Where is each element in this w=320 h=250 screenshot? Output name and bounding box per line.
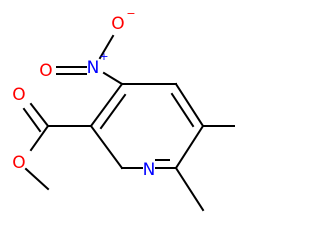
methoxy-oxygen-label: O: [12, 153, 25, 173]
bond-c2-c3: [89, 82, 124, 128]
bond-c4-c5: [174, 82, 205, 128]
ring-nitrogen-label: N: [143, 160, 156, 180]
structure-svg: N N + O − O O O: [12, 7, 235, 212]
nitro-oxygen-left-label: O: [39, 61, 52, 81]
bond-c2-c3-inner: [99, 93, 127, 130]
nitro-nitrogen-charge: +: [99, 50, 108, 63]
nitro-nitrogen-label: N: [87, 58, 100, 78]
molecule-diagram: N N + O − O O O: [12, 7, 235, 212]
bond-carbonyl-c-o: [29, 102, 50, 128]
bond-n1-c2-link: [89, 124, 124, 170]
nitro-oxygen-top-charge: −: [126, 7, 135, 20]
bond-c3-nitro-n: [102, 71, 124, 86]
bond-c5-c6: [174, 124, 205, 170]
carbonyl-oxygen-label: O: [12, 85, 25, 105]
bond-carbonyl-c-o-methoxy: [29, 124, 50, 152]
bond-c4-c5-inner: [170, 92, 195, 128]
bond-carbonyl-c-o-inner: [22, 107, 42, 133]
bond-nitro-n-o-top: [98, 34, 115, 60]
nitro-oxygen-top-label: O: [111, 14, 124, 34]
bond-c6-methyl: [174, 166, 205, 212]
bond-methoxy-o-ch3: [24, 167, 50, 191]
